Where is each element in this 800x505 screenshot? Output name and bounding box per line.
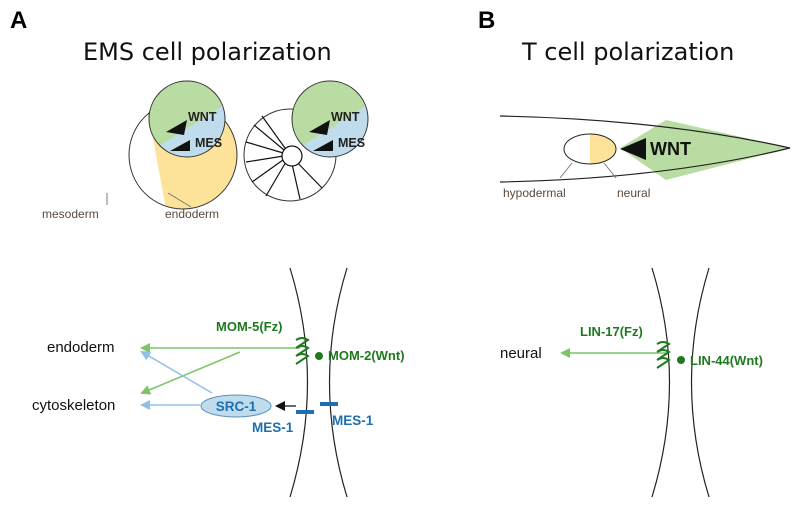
wnt-mes-blob-2: WNT MES	[291, 80, 369, 158]
wnt-arrowhead-2	[309, 120, 330, 135]
blob-mes-label: MES	[195, 136, 222, 150]
t-cell	[563, 133, 617, 165]
cytoskeleton-output-label: cytoskeleton	[32, 397, 115, 414]
membrane-a	[289, 267, 348, 498]
mes-arrowhead	[170, 140, 190, 151]
blob2-wnt-label: WNT	[331, 110, 360, 124]
endoderm-label: endoderm	[165, 207, 219, 221]
panel-b-letter: B	[478, 7, 495, 34]
wnt-arrowhead	[166, 120, 187, 135]
ems-spindle-diagram: WNT MES	[243, 80, 369, 202]
mes1-left-label: MES-1	[252, 420, 294, 435]
lin44-label: LIN-44(Wnt)	[690, 353, 763, 368]
blob2-mes-label: MES	[338, 136, 365, 150]
mom2-label: MOM-2(Wnt)	[328, 348, 405, 363]
lin17-label: LIN-17(Fz)	[580, 324, 643, 339]
lin17-receptor	[656, 341, 671, 369]
wnt-arrowhead-b	[620, 138, 646, 160]
src1-label: SRC-1	[216, 399, 257, 414]
lin44-ligand	[677, 356, 685, 364]
mes1-bar-left	[296, 410, 314, 414]
neural-output-label: neural	[500, 345, 542, 362]
tail-diagram: WNT hypodermal neural	[499, 115, 791, 200]
mesoderm-label: mesoderm	[42, 207, 99, 221]
arrow-to-cytoskeleton-green	[140, 351, 241, 395]
mes1-right-label: MES-1	[332, 413, 374, 428]
endoderm-output-label: endoderm	[47, 339, 115, 356]
mes-arrowhead-2	[313, 140, 333, 151]
panel-a-title: EMS cell polarization	[83, 38, 332, 66]
neural-label: neural	[617, 186, 650, 200]
mes1-bar-right	[320, 402, 338, 406]
ems-cell-diagram: WNT MES mesoderm endoderm	[42, 80, 238, 221]
hypodermal-label: hypodermal	[503, 186, 566, 200]
wnt-label-b: WNT	[650, 139, 691, 159]
membrane-b	[651, 267, 710, 498]
mom5-receptor	[295, 337, 310, 365]
panel-b-title: T cell polarization	[521, 38, 734, 66]
arrow-to-endoderm-blue	[140, 350, 213, 394]
mom2-ligand	[315, 352, 323, 360]
mom5-label: MOM-5(Fz)	[216, 319, 282, 334]
src1-oval	[200, 394, 272, 418]
panel-a-letter: A	[10, 7, 27, 34]
wnt-mes-blob: WNT MES	[148, 80, 226, 158]
wnt-gradient	[620, 120, 790, 180]
blob-wnt-label: WNT	[188, 110, 217, 124]
